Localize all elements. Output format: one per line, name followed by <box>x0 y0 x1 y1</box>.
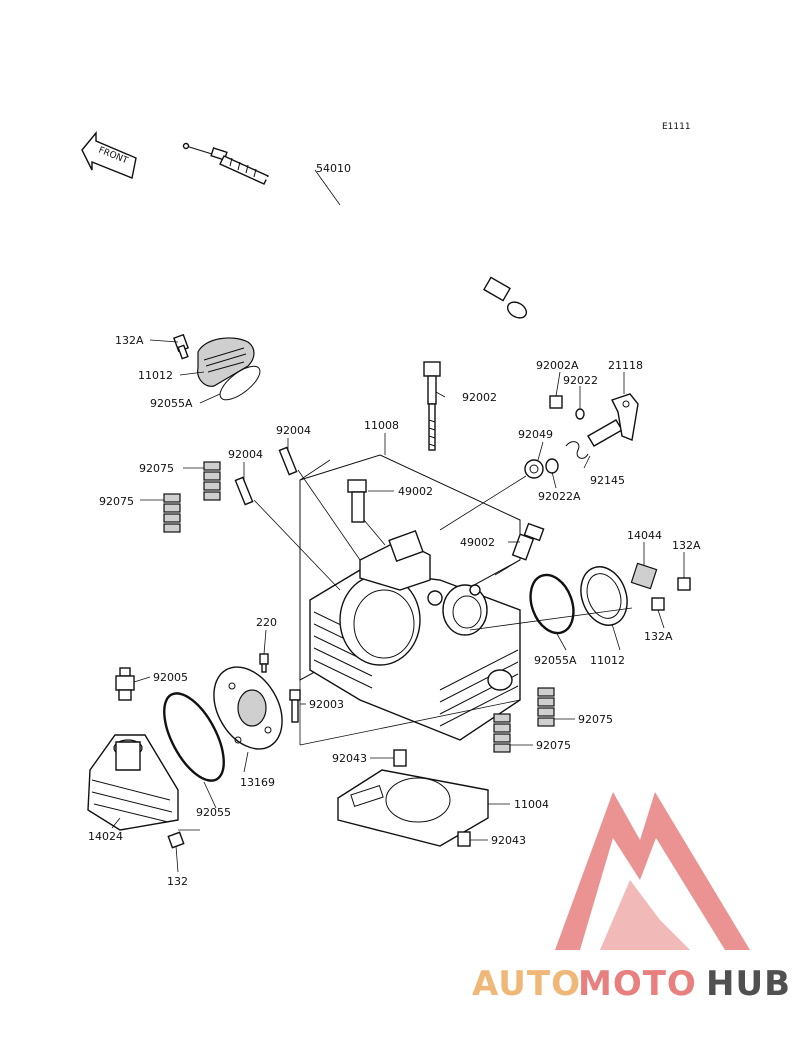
part-label: 132A <box>672 539 701 552</box>
part-label: 14024 <box>88 830 123 843</box>
part-label: 49002 <box>460 536 495 549</box>
part-label: 49002 <box>398 485 433 498</box>
part-label: 92055 <box>196 806 231 819</box>
part-label: 92002 <box>462 391 497 404</box>
bolt-132A-upper <box>677 577 691 591</box>
decompression-shaft-21118 <box>587 393 639 447</box>
bracket-14044 <box>630 562 658 590</box>
side-cover-11012-illustration <box>580 566 628 626</box>
throttle-cable-illustration <box>182 142 528 319</box>
diagram-code: E1111 <box>662 122 691 132</box>
shims-92075-group <box>163 461 555 753</box>
valve-cover-illustration <box>87 734 179 831</box>
part-label: 54010 <box>316 162 351 175</box>
valve-49002-upper-illustration <box>347 479 367 523</box>
bolt-220-illustration <box>259 653 269 673</box>
part-label: 92075 <box>99 495 134 508</box>
cylinder-gasket-11004 <box>337 769 489 847</box>
leader-lines <box>111 339 685 873</box>
part-label: 92075 <box>578 713 613 726</box>
part-label: 220 <box>256 616 277 629</box>
dowel-92043-upper <box>393 749 407 767</box>
part-label: 92075 <box>139 462 174 475</box>
stud-92004-left <box>234 476 254 506</box>
part-label: 92022 <box>563 374 598 387</box>
cam-plate-illustration <box>213 666 283 750</box>
part-label: 92043 <box>332 752 367 765</box>
part-label: 92022A <box>538 490 581 503</box>
part-label: 92003 <box>309 698 344 711</box>
part-label: 11004 <box>514 798 549 811</box>
part-label: 92055A <box>534 654 577 667</box>
part-label: 92004 <box>276 424 311 437</box>
bolt-132 <box>167 831 185 849</box>
part-label: 11012 <box>138 369 173 382</box>
part-label: 92145 <box>590 474 625 487</box>
part-label: 92005 <box>153 671 188 684</box>
part-label: 11012 <box>590 654 625 667</box>
automotohub-watermark-logo: AUTO MOTO HUB <box>472 792 791 1004</box>
part-label: 132A <box>115 334 144 347</box>
spring-92145 <box>565 441 589 459</box>
part-label: 13169 <box>240 776 275 789</box>
valve-49002-lower-illustration <box>511 522 545 561</box>
bolt-92003-illustration <box>289 689 301 723</box>
part-label: 92075 <box>536 739 571 752</box>
part-label: 92004 <box>228 448 263 461</box>
o-ring-92055 <box>163 692 225 782</box>
o-ring-92055A-right <box>529 573 575 635</box>
watermark-moto: MOTO <box>578 964 697 1004</box>
bolt-92002-illustration <box>423 361 441 451</box>
part-label: 14044 <box>627 529 662 542</box>
bolt-92002A <box>549 395 563 409</box>
part-label: 11008 <box>364 419 399 432</box>
part-label: 92055A <box>150 397 193 410</box>
stud-92004-right <box>278 446 298 476</box>
front-arrow-icon: FRONT <box>81 131 137 179</box>
plug-illustration <box>115 667 135 701</box>
part-label: 21118 <box>608 359 643 372</box>
part-label: 92002A <box>536 359 579 372</box>
watermark-auto: AUTO <box>472 964 581 1004</box>
part-label: 132 <box>167 875 188 888</box>
part-labels: 54010 132A 11012 92055A 92002A 21118 920… <box>88 162 701 888</box>
part-label: 92049 <box>518 428 553 441</box>
tensioner-cover-illustration <box>173 333 261 401</box>
part-label: 132A <box>644 630 673 643</box>
dowel-92043-lower <box>457 831 471 847</box>
seal-92049 <box>524 459 544 479</box>
bolt-132A-lower <box>651 597 665 611</box>
cylinder-head-illustration <box>299 454 521 741</box>
washer-92022A <box>545 458 559 474</box>
washer-92022 <box>575 408 585 420</box>
part-label: 92043 <box>491 834 526 847</box>
watermark-hub: HUB <box>706 964 791 1004</box>
